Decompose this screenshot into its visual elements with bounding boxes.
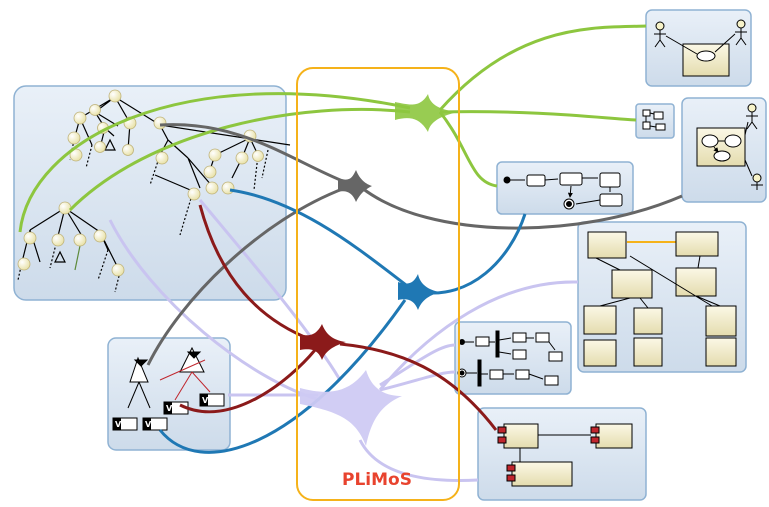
plimos-frame xyxy=(296,67,460,501)
variant-label: V xyxy=(202,396,209,405)
blue-hub xyxy=(398,274,440,310)
use-case-content xyxy=(654,19,747,77)
statechart-content xyxy=(696,103,763,190)
gray-hub xyxy=(338,170,372,202)
gray-connections xyxy=(146,123,683,366)
variant-label: V xyxy=(166,404,173,413)
variant-label: V xyxy=(115,420,122,429)
feature-tree-nodes xyxy=(17,89,264,277)
green-hub xyxy=(395,94,458,132)
green-connections xyxy=(18,24,647,233)
lavender-connections xyxy=(108,199,579,483)
red-hub xyxy=(300,324,346,360)
variant-tree-content xyxy=(127,346,211,409)
small-icon-panel xyxy=(635,103,675,139)
variant-boxes: V V V V xyxy=(112,393,225,431)
small-icon-content xyxy=(642,109,666,131)
variant-label: V xyxy=(145,420,152,429)
activity-content xyxy=(503,172,623,210)
class-diagram-panel xyxy=(577,221,747,373)
lavender-hub xyxy=(300,370,402,446)
component-content xyxy=(497,423,633,487)
feature-tree-panel xyxy=(13,85,287,301)
red-connections xyxy=(179,204,498,431)
class-diagram-content xyxy=(583,231,737,367)
plimos-label: PLiMoS xyxy=(342,470,412,490)
